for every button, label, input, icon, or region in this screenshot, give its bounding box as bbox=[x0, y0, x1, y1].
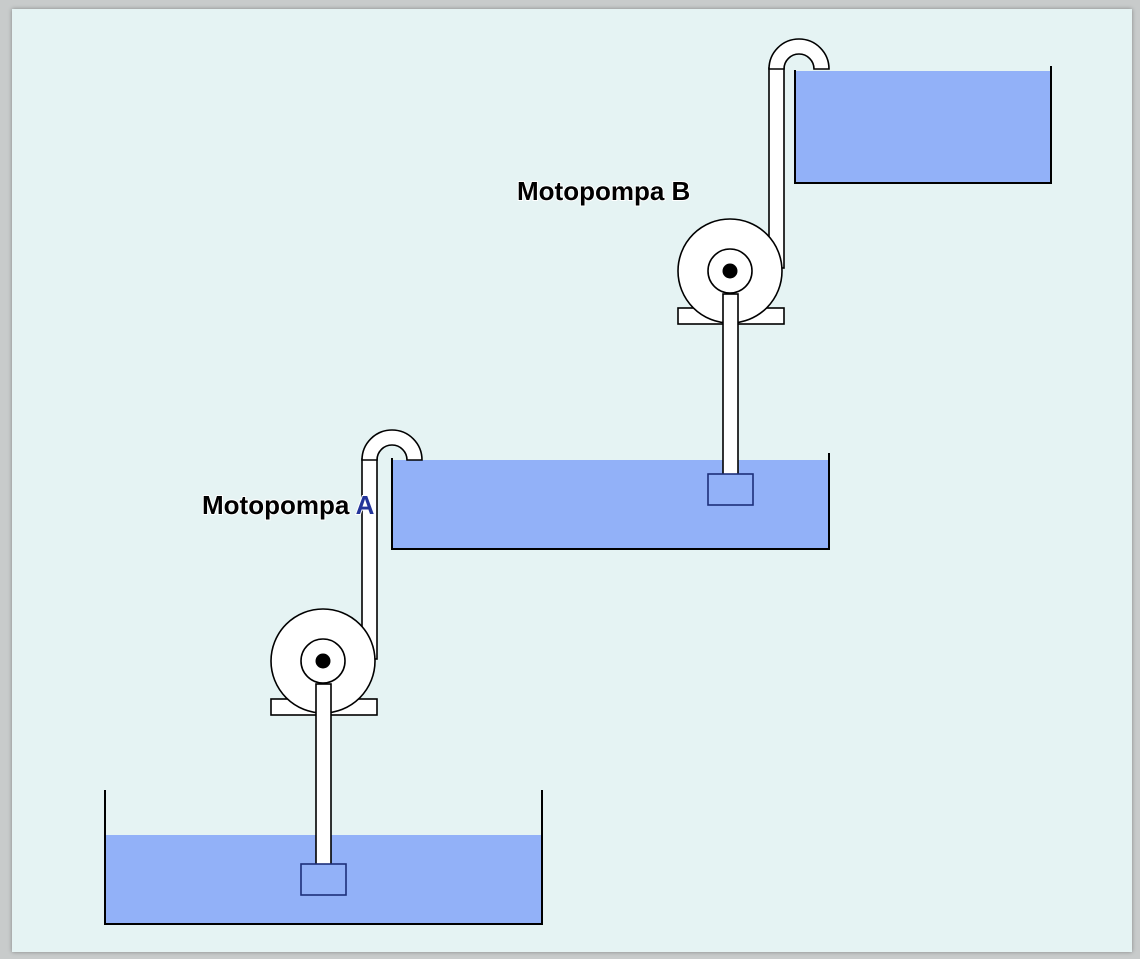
pump-b bbox=[677, 38, 830, 506]
pump-a-suction-pipe bbox=[315, 683, 332, 867]
pump-a-label: Motopompa A bbox=[202, 490, 375, 520]
pump-a-intake bbox=[300, 863, 347, 896]
middle-tank bbox=[391, 453, 830, 550]
upper-tank bbox=[794, 66, 1052, 184]
pump-a-impeller-hub bbox=[315, 653, 331, 669]
pump-b-label: Motopompa B bbox=[517, 176, 690, 206]
upper-tank-water bbox=[795, 71, 1051, 183]
pump-b-gooseneck bbox=[768, 38, 830, 70]
middle-tank-walls bbox=[391, 453, 830, 550]
lower-tank-walls bbox=[104, 790, 543, 925]
pump-b-suction-pipe bbox=[722, 293, 739, 477]
pump-b-impeller-hub bbox=[722, 263, 738, 279]
pump-a-label-text: Motopompa bbox=[202, 490, 356, 520]
middle-tank-water bbox=[392, 460, 829, 549]
pump-b-discharge-pipe bbox=[768, 67, 785, 269]
upper-tank-walls bbox=[794, 66, 1052, 184]
pump-a-gooseneck bbox=[361, 429, 423, 461]
diagram-canvas: Motopompa A Motopompa B bbox=[12, 9, 1132, 952]
pump-b-intake bbox=[707, 473, 754, 506]
pump-a bbox=[270, 429, 423, 896]
pump-a-label-letter: A bbox=[356, 490, 375, 520]
